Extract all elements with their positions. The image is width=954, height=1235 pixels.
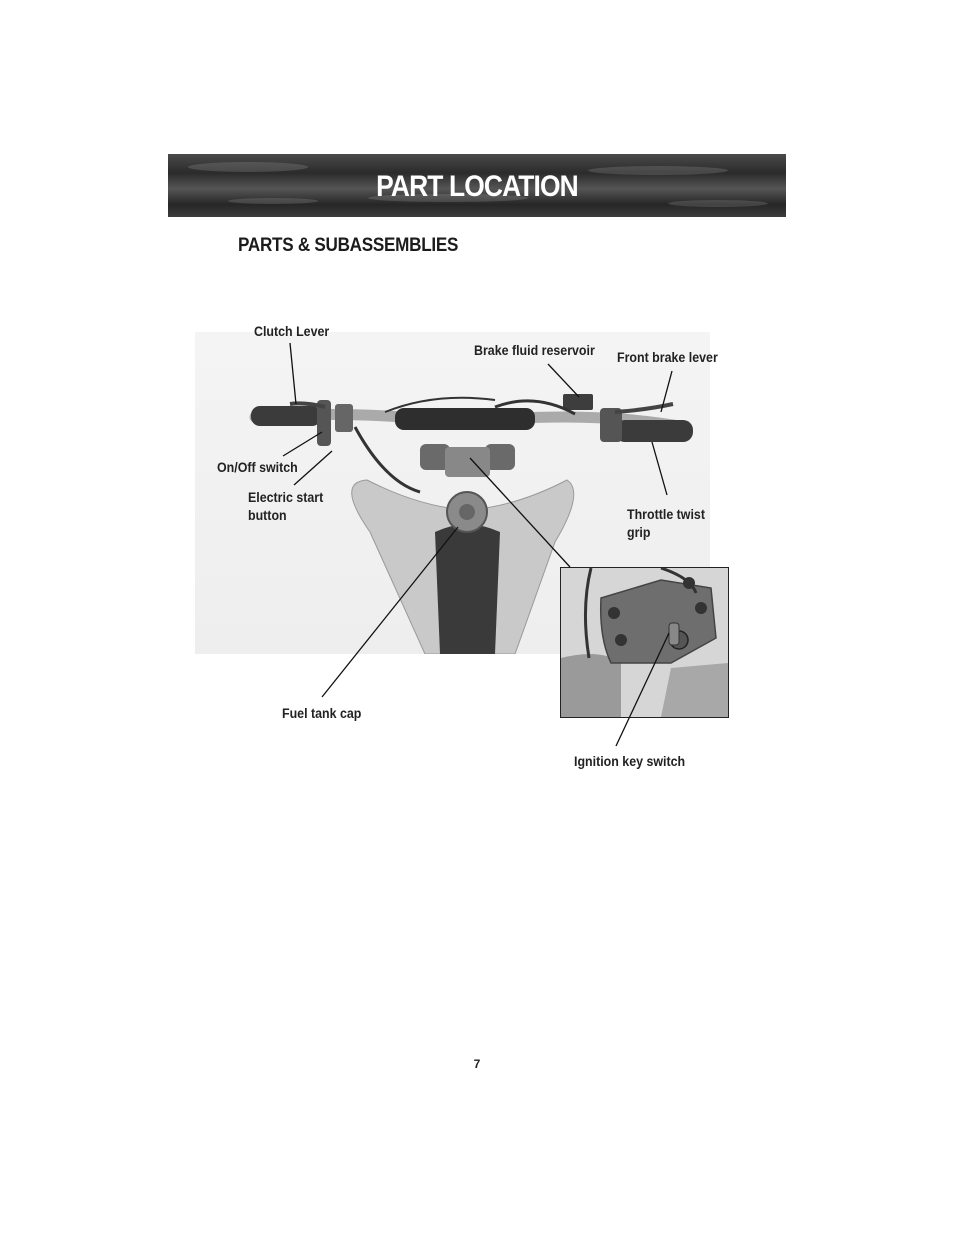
label-front-brake-lever: Front brake lever — [617, 350, 718, 365]
ignition-key-inset-photo — [560, 567, 729, 718]
label-throttle-twist-grip: Throttle twist grip — [627, 506, 705, 542]
page-title: PART LOCATION — [376, 170, 579, 203]
ignition-key-illustration — [561, 568, 728, 717]
label-throttle-line1: Throttle twist — [627, 507, 705, 522]
header-banner: PART LOCATION — [168, 154, 786, 217]
label-clutch-lever: Clutch Lever — [254, 324, 330, 339]
label-fuel-tank-cap: Fuel tank cap — [282, 706, 362, 721]
label-brake-fluid-reservoir: Brake fluid reservoir — [474, 343, 595, 358]
label-ignition-key-switch: Ignition key switch — [574, 754, 686, 769]
label-electric-start-line1: Electric start — [248, 490, 324, 505]
label-electric-start-line2: button — [248, 508, 287, 523]
label-on-off-switch: On/Off switch — [217, 460, 298, 475]
label-throttle-line2: grip — [627, 525, 651, 540]
section-title: PARTS & SUBASSEMBLIES — [238, 235, 459, 256]
page-number: 7 — [473, 1057, 481, 1071]
label-electric-start: Electric start button — [248, 489, 323, 525]
